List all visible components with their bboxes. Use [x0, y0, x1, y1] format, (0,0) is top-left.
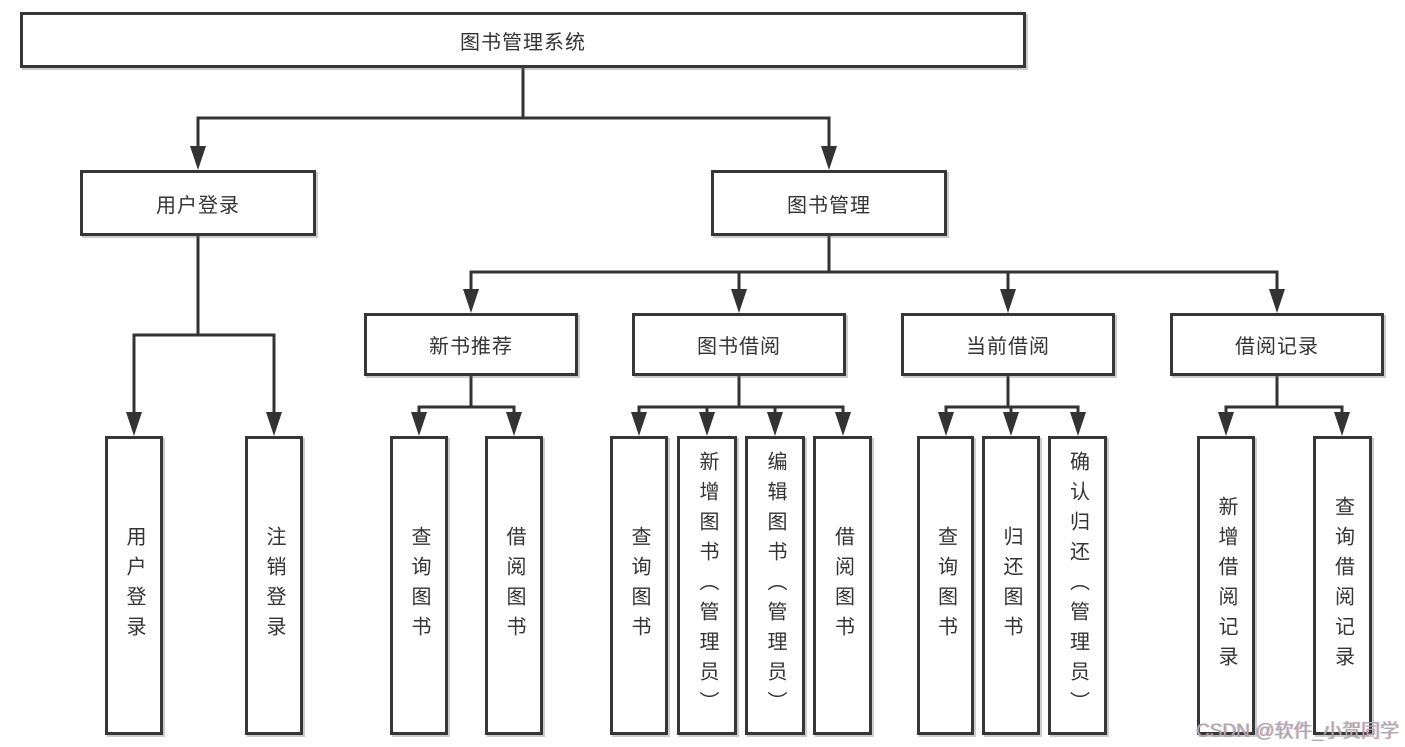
connector-new-book-to-leaves: [411, 374, 522, 436]
leaf-user-login: 用户登录: [105, 436, 163, 735]
connector-book-borrow-to-leaves: [631, 374, 851, 436]
leaf-current-query-books: 查询图书: [917, 436, 974, 735]
node-new-book-recommend: 新书推荐: [364, 313, 578, 376]
connector-current-borrow-to-leaves: [938, 374, 1086, 436]
csdn-watermark: CSDN @软件_小贺同学: [1196, 721, 1399, 742]
leaf-query-borrow-record: 查询借阅记录: [1313, 436, 1372, 735]
leaf-borrow-query-books: 查询图书: [610, 436, 668, 735]
connector-book-management-to-level3: [463, 234, 1285, 313]
connector-borrow-record-to-leaves: [1218, 374, 1350, 436]
node-root: 图书管理系统: [20, 12, 1026, 68]
leaf-return-books: 归还图书: [982, 436, 1040, 735]
node-borrow-record: 借阅记录: [1170, 313, 1384, 376]
node-current-borrow: 当前借阅: [901, 313, 1115, 376]
leaf-borrow-books: 借阅图书: [813, 436, 872, 735]
leaf-logout: 注销登录: [245, 436, 303, 735]
connector-root-to-level2: [190, 66, 837, 170]
connector-user-login-to-leaves: [126, 234, 282, 436]
leaf-recommend-borrow-books: 借阅图书: [485, 436, 543, 735]
leaf-add-books-admin: 新增图书（管理员）: [677, 436, 737, 735]
node-book-borrow: 图书借阅: [632, 313, 846, 376]
leaf-recommend-query-books: 查询图书: [390, 436, 448, 735]
leaf-add-borrow-record: 新增借阅记录: [1197, 436, 1255, 735]
leaf-edit-books-admin: 编辑图书（管理员）: [745, 436, 805, 735]
leaf-confirm-return-admin: 确认归还（管理员）: [1048, 436, 1107, 735]
node-book-management: 图书管理: [711, 170, 947, 236]
node-user-login: 用户登录: [80, 170, 316, 236]
